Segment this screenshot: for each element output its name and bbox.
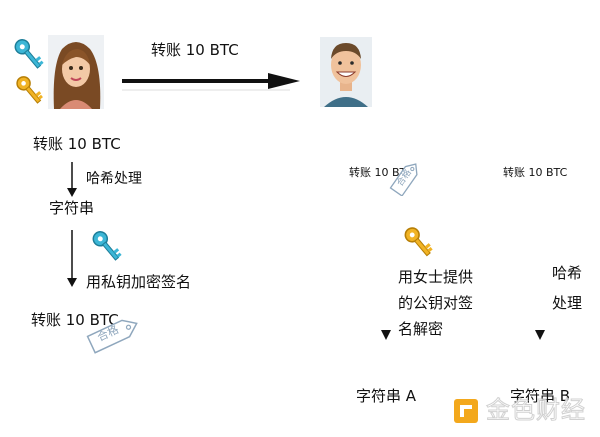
verify-line: 名解密 [398, 320, 444, 338]
verify-line: 的公钥对签 [398, 294, 474, 312]
watermark-logo-icon [454, 399, 478, 423]
verify-line: 用女士提供 [398, 268, 474, 286]
man-avatar [320, 37, 372, 107]
right-signed-message: 转账 10 BTC [349, 166, 414, 179]
left-hash-result: 字符串 [49, 199, 95, 217]
hash-line: 处理 [552, 294, 583, 312]
left-message: 转账 10 BTC [33, 135, 121, 153]
verify-step-label: 用女士提供 的公钥对签 名解密 [398, 264, 473, 342]
private-key-icon [92, 231, 122, 261]
transfer-label-top: 转账 10 BTC [151, 41, 239, 59]
woman-avatar [48, 35, 104, 109]
left-step-hash: 哈希处理 [86, 171, 142, 187]
hash-arrow-left [67, 162, 77, 197]
public-key-icon [404, 227, 433, 257]
watermark-text: 金色财经 [486, 396, 586, 424]
hash-arrow-right [535, 230, 545, 340]
hash-line: 哈希 [552, 264, 583, 282]
right-message: 转账 10 BTC [503, 166, 568, 179]
hash-step-label: 哈希 处理 [552, 258, 582, 318]
approved-tag-left: 合格 [83, 311, 145, 357]
private-key-icon [14, 39, 44, 69]
verify-arrow [381, 230, 391, 340]
transfer-arrow [122, 73, 300, 91]
left-signed-message: 转账 10 BTC [31, 311, 119, 329]
sign-arrow-left [67, 230, 77, 287]
approved-tag-right: 合格 [385, 160, 427, 197]
result-b: 字符串 B [510, 387, 571, 405]
tag-icon [86, 319, 138, 354]
left-step-sign: 用私钥加密签名 [86, 273, 192, 291]
result-a: 字符串 A [356, 387, 417, 405]
public-key-icon [16, 76, 43, 104]
tag-icon [389, 163, 418, 197]
